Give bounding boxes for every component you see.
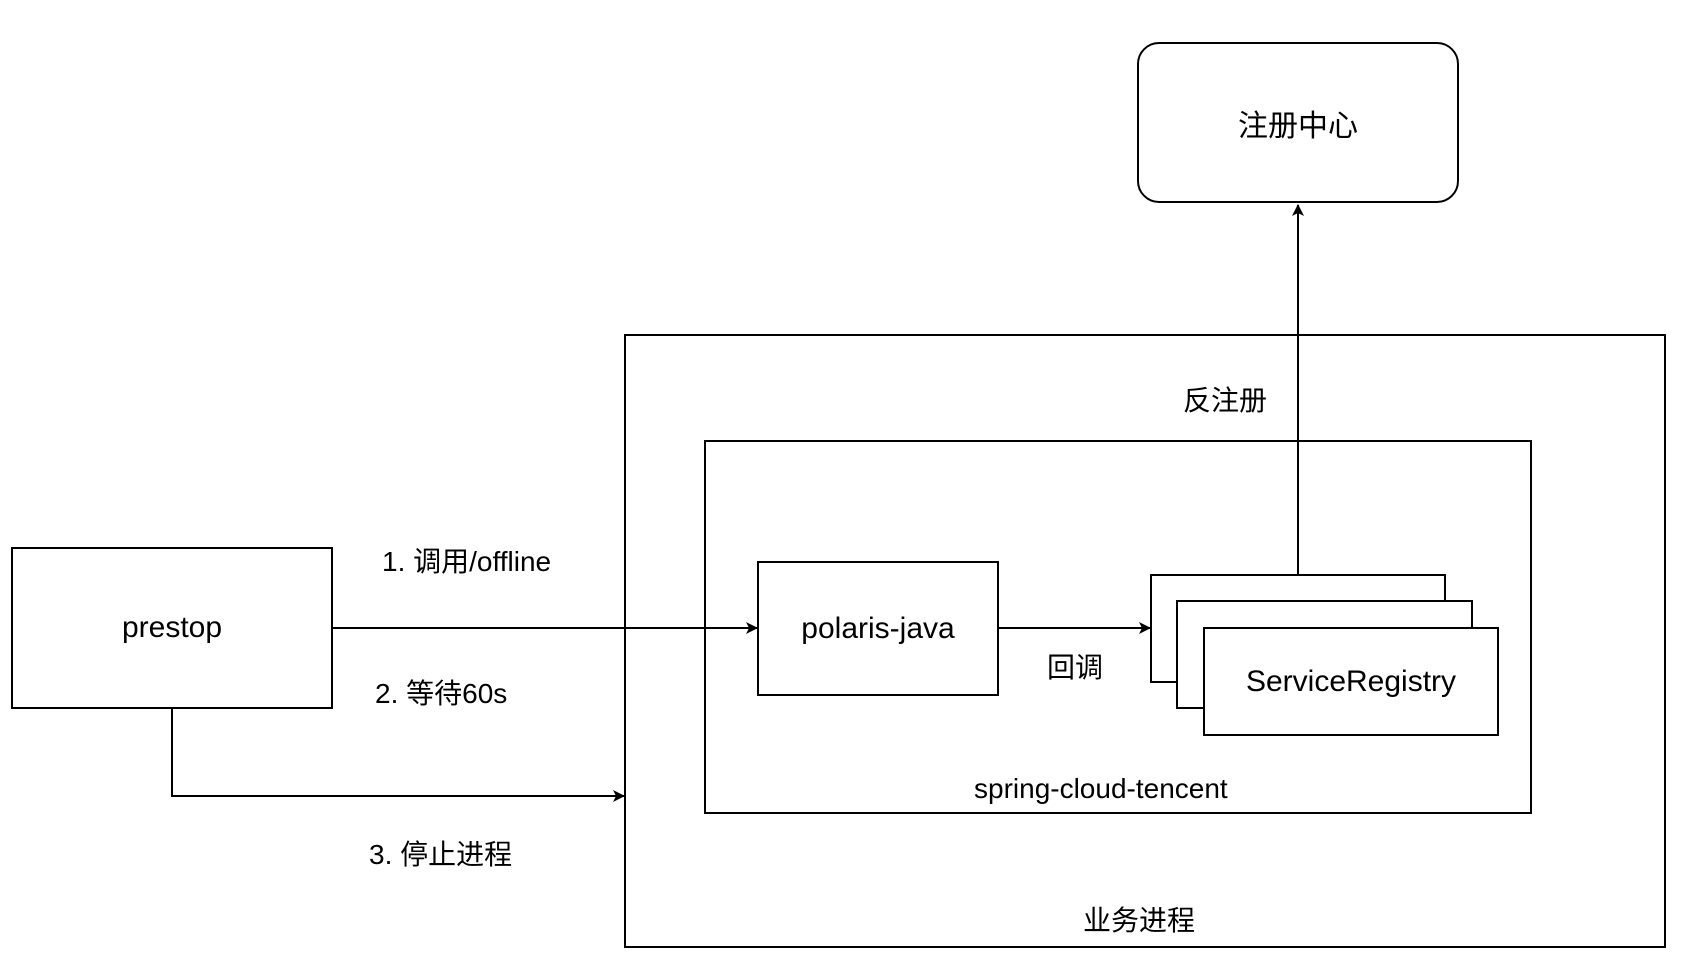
prestop-label: prestop <box>121 611 223 644</box>
service-registry-node: ServiceRegistry <box>1203 627 1499 736</box>
stop-process-label: 3. 停止进程 <box>369 839 513 870</box>
stop-process-arrow <box>171 709 625 802</box>
prestop-node: prestop <box>11 547 333 709</box>
registry-center-label: 注册中心 <box>1238 109 1358 143</box>
polaris-java-node: polaris-java <box>757 561 999 696</box>
service-registry-label: ServiceRegistry <box>1245 664 1457 698</box>
wait-60s-label: 2. 等待60s <box>375 678 508 709</box>
registry-center-node: 注册中心 <box>1137 42 1459 203</box>
callback-label: 回调 <box>1047 652 1104 683</box>
call-offline-label: 1. 调用/offline <box>382 546 552 577</box>
deregister-label: 反注册 <box>1183 385 1268 416</box>
polaris-java-label: polaris-java <box>801 611 955 645</box>
spring-cloud-tencent-label: spring-cloud-tencent <box>974 773 1228 804</box>
business-process-label: 业务进程 <box>1083 905 1196 936</box>
